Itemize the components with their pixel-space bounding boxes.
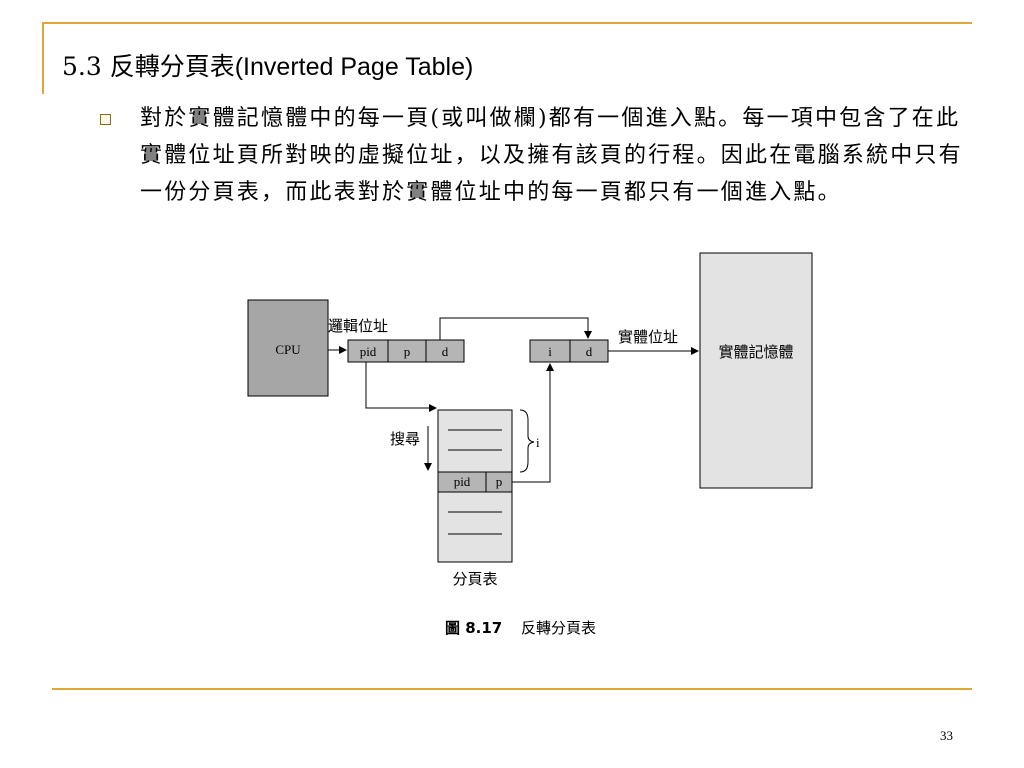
physical-cell-d-text: d <box>586 344 593 359</box>
logical-cell-p-text: p <box>404 344 411 359</box>
table-entry-p-text: p <box>496 474 503 489</box>
physical-address-label: 實體位址 <box>618 328 678 346</box>
physical-memory-label: 實體記憶體 <box>718 343 793 361</box>
inverted-page-table-figure: CPU 邏輯位址 pid p d i d 實體位址 實體記憶體 <box>230 248 820 648</box>
logical-address-label: 邏輯位址 <box>328 317 388 335</box>
logical-cell-d-text: d <box>442 344 449 359</box>
physical-memory-box <box>699 252 813 489</box>
page-table-label: 分頁表 <box>452 570 497 588</box>
cpu-label: CPU <box>275 342 301 357</box>
figure-diagram: CPU 邏輯位址 pid p d i d 實體位址 實體記憶體 <box>247 252 813 637</box>
caption-text: 反轉分頁表 <box>521 619 596 637</box>
left-rule <box>42 22 44 94</box>
table-entry-pid-text: pid <box>454 474 471 489</box>
physical-cell-i-text: i <box>548 344 552 359</box>
slide-title: 5.3 反轉分頁表(Inverted Page Table) <box>62 50 473 84</box>
logical-cell-pid-text: pid <box>360 344 377 359</box>
top-rule <box>42 22 972 24</box>
bullet-text: 對於實體記憶體中的每一頁(或叫做欄)都有一個進入點。每一項中包含了在此實體位址頁… <box>140 106 963 205</box>
caption-number: 圖 8.17 <box>445 619 502 637</box>
index-brace <box>519 409 535 473</box>
figure-caption: 圖 8.17 反轉分頁表 <box>445 619 596 637</box>
search-label: 搜尋 <box>390 430 420 448</box>
title-number: 5.3 <box>62 52 102 81</box>
title-zh: 反轉分頁表 <box>109 52 235 81</box>
page-number: 33 <box>940 728 953 743</box>
bullet-square-icon <box>100 114 111 125</box>
bottom-rule <box>52 688 972 690</box>
logical-cell-d <box>425 339 465 363</box>
entry-to-index-arrow <box>512 363 554 483</box>
offset-line <box>439 317 592 340</box>
pid-to-table-line <box>365 362 437 412</box>
title-en: (Inverted Page Table) <box>234 53 474 81</box>
index-label: i <box>536 435 540 450</box>
cpu-box <box>247 299 329 397</box>
